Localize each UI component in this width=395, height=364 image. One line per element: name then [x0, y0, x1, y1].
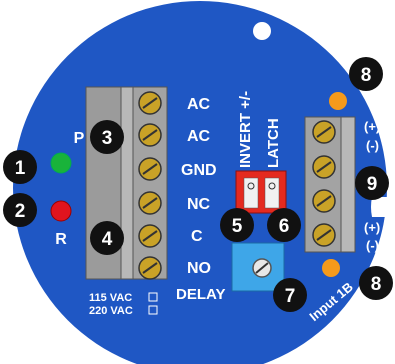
terminal-screw: [138, 91, 162, 115]
svg-text:5: 5: [232, 216, 243, 237]
svg-text:6: 6: [279, 216, 290, 237]
callout-7: 7: [273, 278, 307, 312]
vac220-checkbox: [148, 305, 158, 315]
svg-text:3: 3: [102, 128, 113, 149]
svg-text:1: 1: [15, 158, 26, 179]
callout-6: 6: [267, 208, 301, 242]
label-plus-bottom: (+): [364, 220, 380, 235]
dip-switch: [235, 170, 287, 214]
delay-potentiometer: [231, 242, 285, 292]
terminal-screw: [138, 256, 162, 280]
callout-9: 9: [355, 166, 389, 200]
label-invert: INVERT +/-: [237, 91, 254, 168]
terminal-screw: [138, 191, 162, 215]
callout-5: 5: [220, 208, 254, 242]
label-p: P: [74, 130, 85, 147]
terminal-screw: [138, 157, 162, 181]
callout-4: 4: [90, 221, 124, 255]
label-delay: DELAY: [176, 286, 225, 303]
label-minus-top: (-): [366, 138, 379, 153]
svg-text:8: 8: [361, 65, 372, 86]
label-no: NO: [187, 260, 211, 277]
left-terminal-screws: [138, 91, 162, 280]
label-plus-top: (+): [364, 119, 380, 134]
callout-8-top: 8: [349, 57, 383, 91]
terminal-screw: [312, 189, 336, 213]
terminal-screw: [138, 224, 162, 248]
led-orange-bottom: [322, 259, 340, 277]
label-ac-2: AC: [187, 128, 211, 145]
led-orange-top: [329, 92, 347, 110]
mounting-hole: [253, 22, 271, 40]
label-c: C: [191, 228, 203, 245]
terminal-screw: [312, 120, 336, 144]
svg-text:9: 9: [367, 174, 378, 195]
board-notch-inner: [371, 197, 395, 217]
label-latch: LATCH: [265, 118, 282, 168]
callout-3: 3: [90, 120, 124, 154]
led-green: [50, 152, 72, 174]
svg-text:2: 2: [15, 201, 26, 222]
terminal-screw: [312, 155, 336, 179]
label-r: R: [55, 231, 67, 248]
label-minus-bottom: (-): [366, 238, 379, 253]
callout-8-bottom: 8: [359, 266, 393, 300]
led-red: [50, 200, 72, 222]
svg-text:7: 7: [285, 286, 296, 307]
label-gnd: GND: [181, 162, 217, 179]
label-115vac: 115 VAC: [89, 292, 132, 304]
terminal-screw: [312, 223, 336, 247]
terminal-screw: [138, 123, 162, 147]
callout-2: 2: [3, 193, 37, 227]
label-220vac: 220 VAC: [89, 305, 133, 317]
label-nc: NC: [187, 196, 211, 213]
right-terminal-screws: [312, 120, 336, 247]
label-ac-1: AC: [187, 96, 211, 113]
vac115-checkbox: [148, 292, 158, 302]
svg-text:8: 8: [371, 274, 382, 295]
callout-1: 1: [3, 150, 37, 184]
svg-text:4: 4: [102, 229, 113, 250]
